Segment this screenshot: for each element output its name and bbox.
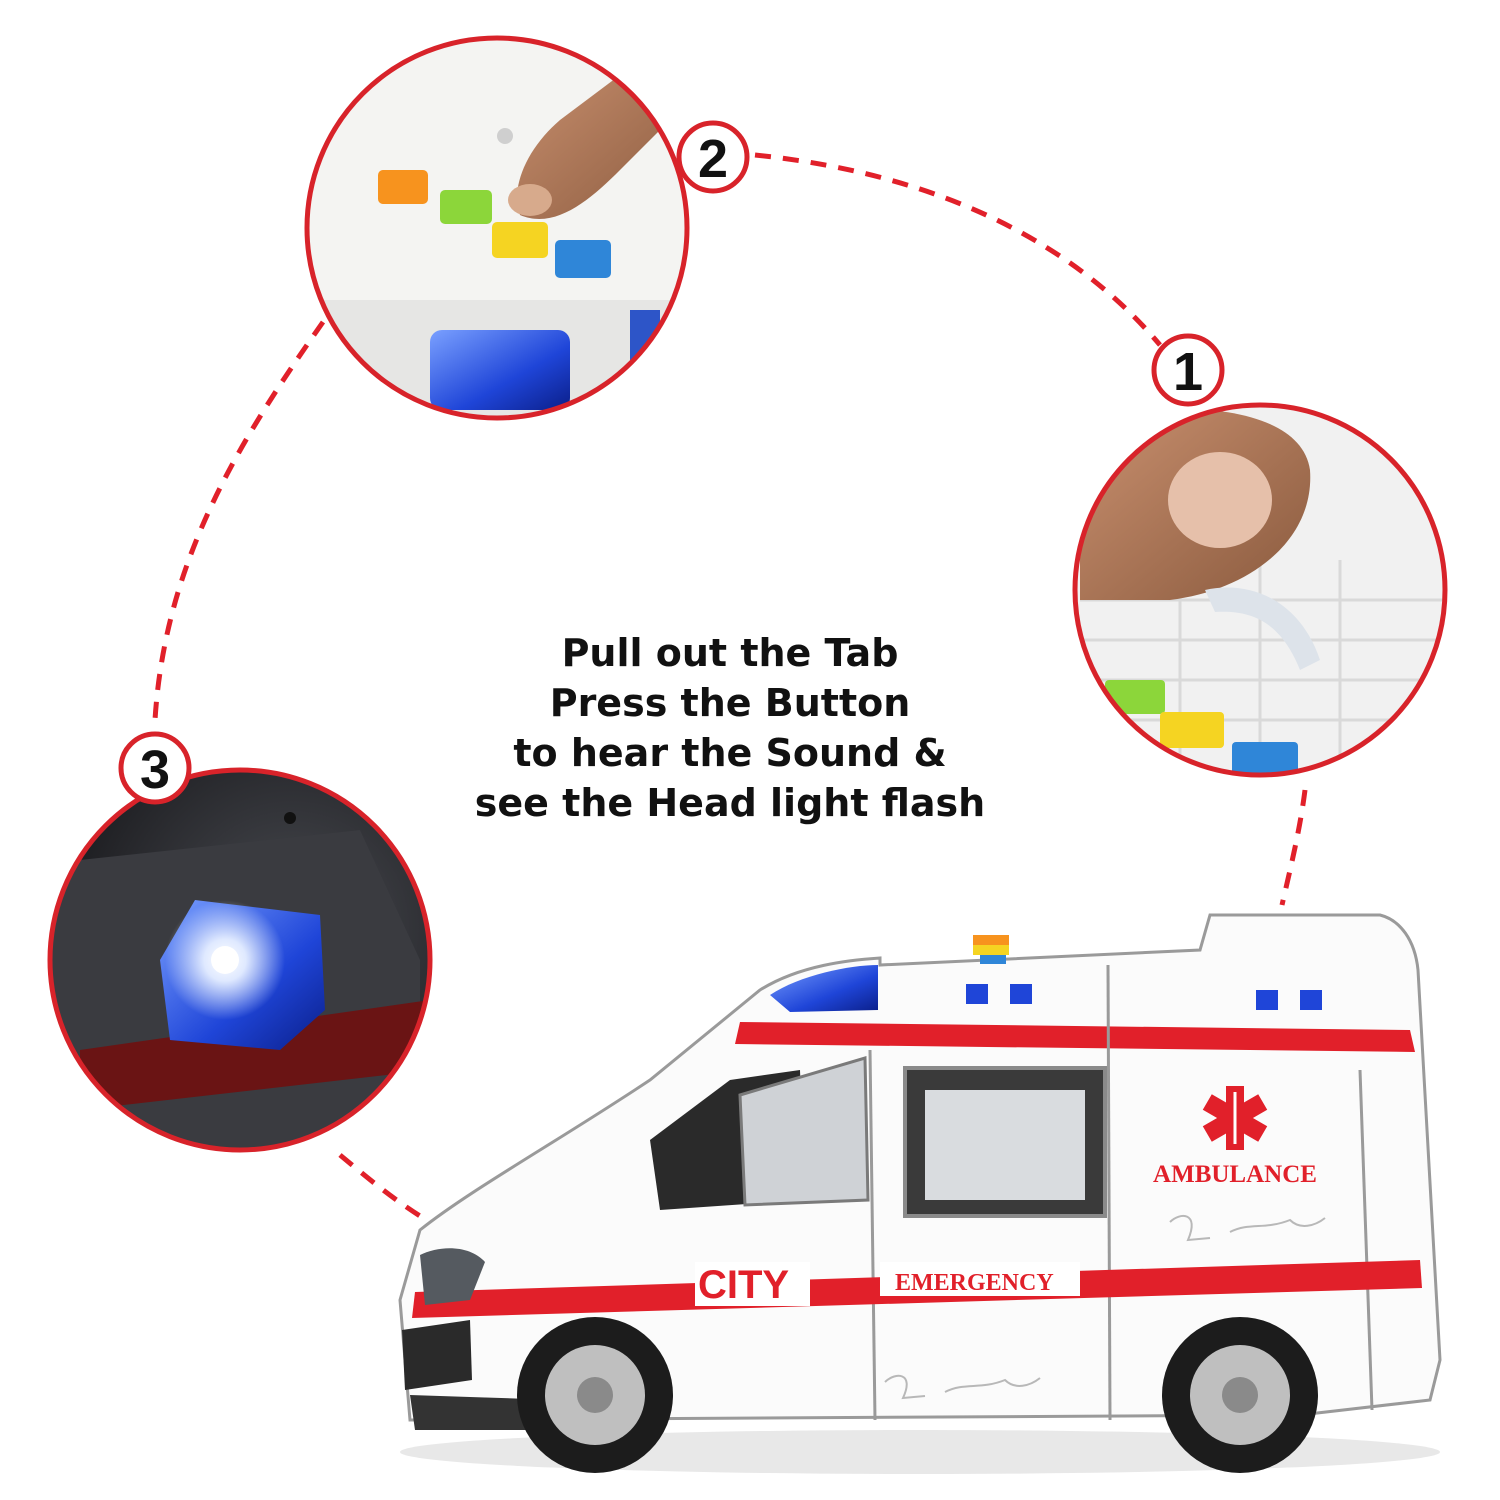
star-of-life-icon <box>1202 1086 1268 1150</box>
sound-button-icon <box>378 170 611 278</box>
step-badge-2: 2 <box>676 120 750 194</box>
emergency-label: EMERGENCY <box>895 1270 1054 1296</box>
step-2-closeup <box>304 35 690 421</box>
front-wheel <box>517 1317 673 1473</box>
step-number: 1 <box>1173 342 1203 402</box>
instruction-line-4: see the Head light flash <box>474 781 986 825</box>
ambulance-illustration: CITY EMERGENCY AMBULANCE <box>398 913 1442 1474</box>
step-badge-3: 3 <box>118 731 192 805</box>
instructions-text: Pull out the Tab Press the Button to hea… <box>430 628 1030 828</box>
step-number: 3 <box>140 740 170 800</box>
brand-signature <box>884 1215 1326 1400</box>
step-badge-1: 1 <box>1151 333 1225 407</box>
step-3-closeup <box>47 767 433 1153</box>
siren-light-icon <box>160 900 325 1050</box>
step-number: 2 <box>698 129 728 189</box>
step-1-closeup <box>1072 402 1448 778</box>
instruction-line-3: to hear the Sound & <box>513 731 947 775</box>
dashed-connector <box>152 152 1308 1228</box>
instruction-line-1: Pull out the Tab <box>561 631 899 675</box>
city-label: CITY <box>698 1263 789 1307</box>
instruction-line-2: Press the Button <box>549 681 911 725</box>
rear-wheel <box>1162 1317 1318 1473</box>
ambulance-label: AMBULANCE <box>1153 1161 1317 1188</box>
